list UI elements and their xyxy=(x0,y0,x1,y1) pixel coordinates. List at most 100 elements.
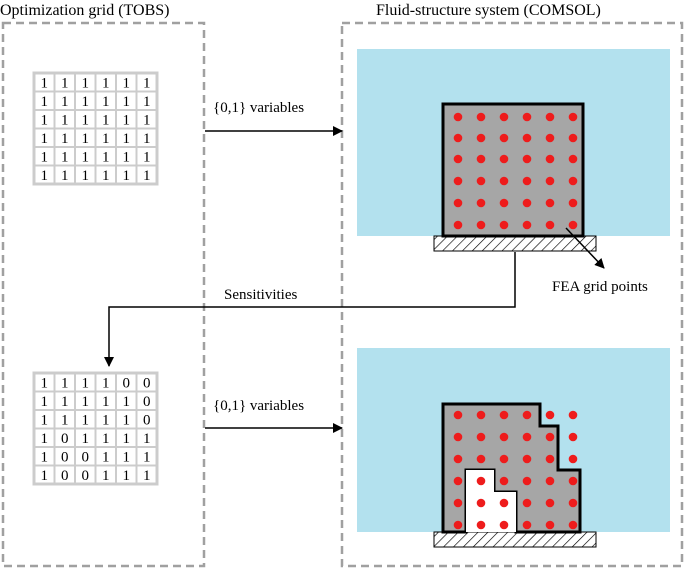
fea-label: FEA grid points xyxy=(552,279,648,295)
grid-cell-value: 1 xyxy=(102,94,110,110)
grid-cell-value: 1 xyxy=(82,168,90,184)
fea-grid-point xyxy=(545,432,555,442)
grid-cell-value: 1 xyxy=(123,149,131,165)
grid-cell-value: 1 xyxy=(82,412,90,428)
fea-grid-point xyxy=(499,520,509,530)
grid-cell-value: 0 xyxy=(82,468,90,484)
fea-grid-point xyxy=(453,198,463,208)
fea-grid-point xyxy=(499,454,509,464)
ground-support-top xyxy=(433,235,597,252)
grid-cell-value: 1 xyxy=(61,168,69,184)
left-panel-title: Optimization grid (TOBS) xyxy=(0,2,169,19)
grid-cell-value: 1 xyxy=(123,412,131,428)
left-panel xyxy=(1,21,206,568)
fea-grid-point xyxy=(568,410,578,420)
fea-grid-point xyxy=(545,112,555,122)
fea-grid-point xyxy=(545,154,555,164)
fea-grid-point xyxy=(522,220,532,230)
grid-cell-value: 1 xyxy=(41,412,49,428)
grid-cell-value: 0 xyxy=(143,412,151,428)
grid-cell-value: 1 xyxy=(61,75,69,91)
grid-cell-value: 1 xyxy=(143,168,151,184)
fea-grid-point xyxy=(568,454,578,464)
fea-grid-point xyxy=(568,220,578,230)
grid-cell-value: 0 xyxy=(82,449,90,465)
fea-grid-point xyxy=(453,520,463,530)
grid-cell-value: 1 xyxy=(82,112,90,128)
grid-cell-value: 1 xyxy=(123,468,131,484)
fea-grid-point xyxy=(499,198,509,208)
grid-cell-value: 1 xyxy=(82,375,90,391)
grid-cell-value: 1 xyxy=(123,94,131,110)
grid-cell-value: 1 xyxy=(143,94,151,110)
grid-cell-value: 0 xyxy=(143,394,151,410)
grid-cell-value: 1 xyxy=(41,75,49,91)
fea-grid-point xyxy=(476,176,486,186)
fea-grid-point xyxy=(568,154,578,164)
fea-grid-point xyxy=(476,476,486,486)
grid-cell-value: 0 xyxy=(61,468,69,484)
grid-cell-value: 1 xyxy=(143,149,151,165)
fea-grid-point xyxy=(522,410,532,420)
grid-cell-value: 1 xyxy=(102,149,110,165)
fea-grid-point xyxy=(476,112,486,122)
fea-grid-point xyxy=(453,220,463,230)
grid-cell-value: 1 xyxy=(41,375,49,391)
fea-grid-point xyxy=(476,220,486,230)
grid-cell-value: 1 xyxy=(41,112,49,128)
fea-grid-point xyxy=(545,176,555,186)
grid-cell-value: 1 xyxy=(102,131,110,147)
grid-cell-value: 1 xyxy=(143,75,151,91)
fea-grid-point xyxy=(476,410,486,420)
fea-grid-point xyxy=(499,220,509,230)
grid-cell-value: 1 xyxy=(143,131,151,147)
grid-cell-value: 1 xyxy=(123,449,131,465)
fea-grid-point xyxy=(522,454,532,464)
fea-grid-point xyxy=(522,476,532,486)
fea-grid-point xyxy=(476,154,486,164)
fea-grid-point xyxy=(545,454,555,464)
fea-grid-point xyxy=(545,220,555,230)
fea-grid-point xyxy=(476,498,486,508)
fea-grid-point xyxy=(568,520,578,530)
fea-grid-point xyxy=(522,498,532,508)
fea-grid-point xyxy=(476,198,486,208)
fea-grid-point xyxy=(453,133,463,143)
grid-cell-value: 1 xyxy=(41,394,49,410)
grid-cell-value: 1 xyxy=(123,431,131,447)
fea-grid-point xyxy=(453,454,463,464)
fea-grid-point xyxy=(568,498,578,508)
grid-cell-value: 0 xyxy=(61,449,69,465)
fea-grid-point xyxy=(545,198,555,208)
fea-grid-point xyxy=(568,432,578,442)
grid-cell-value: 1 xyxy=(41,131,49,147)
grid-cell-value: 1 xyxy=(82,149,90,165)
sensitivities-arrow xyxy=(104,252,516,367)
fea-grid-point xyxy=(545,520,555,530)
fea-pointer-arrow xyxy=(565,227,605,269)
fea-grid-point xyxy=(453,476,463,486)
fea-grid-point xyxy=(499,410,509,420)
grid-cell-value: 1 xyxy=(143,431,151,447)
fea-grid-point xyxy=(499,112,509,122)
grid-cell-value: 1 xyxy=(143,112,151,128)
fea-grid-point xyxy=(522,154,532,164)
fea-grid-point xyxy=(499,176,509,186)
grid-cell-value: 1 xyxy=(82,431,90,447)
fea-grid-point xyxy=(453,432,463,442)
fea-grid-point xyxy=(453,410,463,420)
sensitivities-label: Sensitivities xyxy=(224,287,298,303)
grid-cell-value: 1 xyxy=(41,168,49,184)
fea-grid-point xyxy=(545,476,555,486)
variables-label-bottom: {0,1} variables xyxy=(213,398,304,414)
grid-cell-value: 1 xyxy=(61,149,69,165)
grid-cell-value: 0 xyxy=(143,375,151,391)
right-panel-title: Fluid-structure system (COMSOL) xyxy=(376,2,601,19)
ground-support-bottom xyxy=(433,531,597,548)
grid-cell-value: 1 xyxy=(41,431,49,447)
fea-grid-point xyxy=(476,454,486,464)
fea-grid-point xyxy=(499,432,509,442)
